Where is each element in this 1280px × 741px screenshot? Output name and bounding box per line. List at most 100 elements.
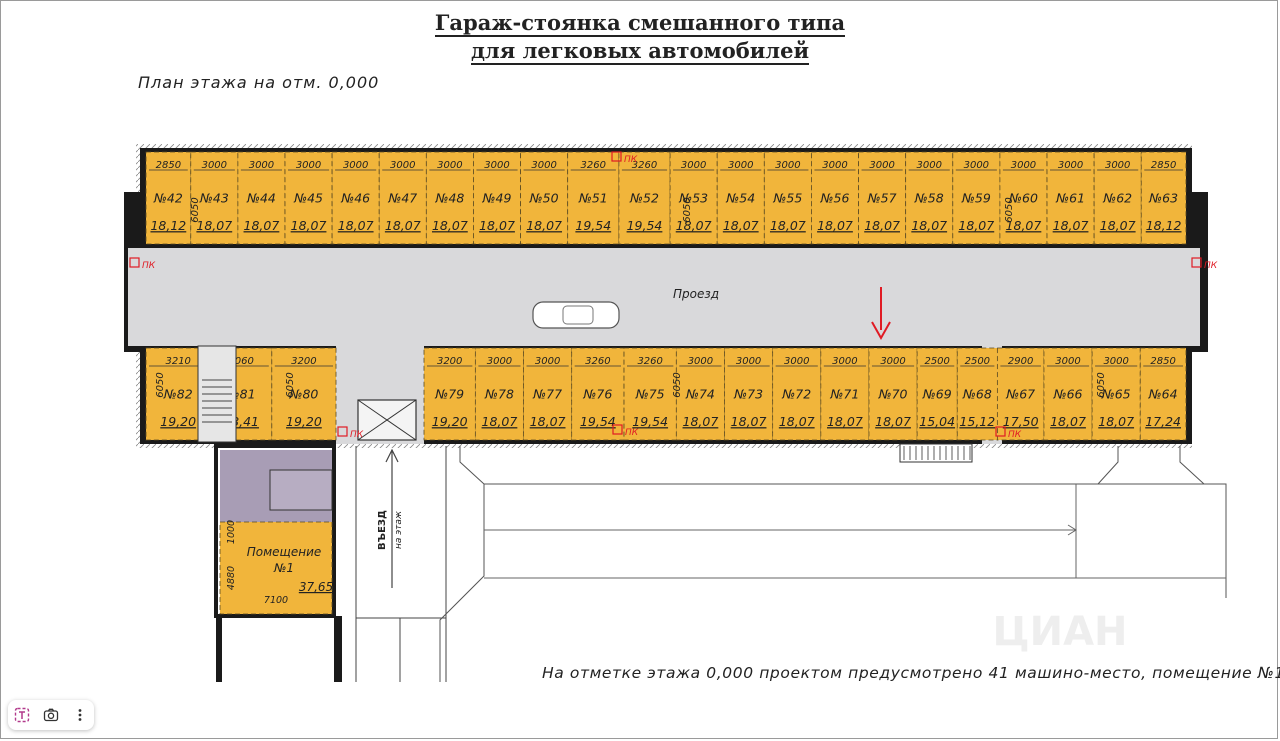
space-width-label: 3000 — [1055, 356, 1080, 367]
top-row-parking-space — [669, 151, 718, 245]
space-number: №64 — [1148, 387, 1178, 402]
space-number: №62 — [1102, 191, 1132, 206]
more-vertical-icon[interactable] — [69, 704, 91, 726]
space-width-label: 2850 — [156, 160, 181, 171]
space-number: №66 — [1053, 387, 1083, 402]
space-width-label: 3260 — [637, 356, 662, 367]
top-row-parking-space — [284, 151, 333, 245]
room-area: 37,65 — [299, 580, 333, 594]
space-number: №59 — [961, 191, 991, 206]
bottom-right-parking-space — [772, 347, 822, 441]
outdoor-outline — [1097, 446, 1205, 485]
fire-hydrant-icon — [129, 257, 140, 268]
space-area: 19,20 — [432, 414, 468, 429]
image-toolbar — [8, 700, 94, 730]
room-width-label: 7100 — [264, 595, 288, 606]
top-row-parking-space — [473, 151, 521, 245]
top-row-parking-space — [520, 151, 569, 245]
top-row-parking-space — [999, 151, 1048, 245]
bottom-right-parking-space — [724, 347, 774, 441]
space-number: №77 — [532, 387, 562, 402]
top-row-parking-space — [905, 151, 954, 245]
space-width-label: 3000 — [296, 160, 321, 171]
space-number: №48 — [434, 191, 464, 206]
top-row-parking-space — [425, 151, 474, 245]
space-area: 18,07 — [196, 218, 232, 233]
space-area: 18,12 — [150, 218, 186, 233]
space-width-label: 3000 — [535, 356, 560, 367]
camera-icon[interactable] — [40, 704, 62, 726]
top-row-parking-space — [145, 151, 192, 245]
space-number: №46 — [340, 191, 370, 206]
top-row-parking-space — [1046, 151, 1095, 245]
space-number: №57 — [867, 191, 897, 206]
bottom-right-parking-space — [956, 347, 998, 441]
space-area: 18,07 — [526, 218, 562, 233]
space-area: 18,07 — [779, 414, 815, 429]
space-area: 18,07 — [723, 218, 759, 233]
space-width-label: 3000 — [249, 160, 274, 171]
space-width-label: 3000 — [728, 160, 753, 171]
space-area: 19,20 — [160, 414, 196, 429]
space-area: 19,54 — [580, 414, 616, 429]
space-area: 17,50 — [1003, 414, 1039, 429]
room-number: №1 — [273, 561, 294, 575]
space-area: 18,07 — [1053, 218, 1089, 233]
space-area: 18,07 — [338, 218, 374, 233]
space-width-label: 3000 — [880, 356, 905, 367]
plan-subtitle: План этажа на отм. 0,000 — [138, 73, 380, 92]
depth-label: 6050 — [672, 372, 683, 397]
space-number: №51 — [578, 191, 608, 206]
space-width-label: 3210 — [165, 356, 190, 367]
space-area: 18,07 — [385, 218, 421, 233]
room-outline — [214, 444, 336, 618]
top-row-parking-space — [378, 151, 427, 245]
space-width-label: 3000 — [437, 160, 462, 171]
watermark-logo: ЦИАН — [992, 609, 1127, 655]
space-area: 18,07 — [683, 414, 719, 429]
top-row-parking-space — [952, 151, 1001, 245]
room-utility-inner — [269, 469, 333, 511]
space-number: №61 — [1055, 191, 1085, 206]
bottom-right-parking-space — [916, 347, 958, 441]
space-width-label: 3000 — [390, 160, 415, 171]
space-width-label: 3000 — [1103, 356, 1128, 367]
space-area: 18,12 — [1146, 218, 1182, 233]
top-row-parking-space — [811, 151, 859, 245]
depth-label: 6050 — [1004, 197, 1015, 222]
text-select-icon[interactable] — [11, 704, 33, 726]
space-number: №47 — [387, 191, 417, 206]
lower-wall — [216, 616, 222, 682]
space-number: №63 — [1148, 191, 1178, 206]
depth-label: 6050 — [285, 372, 296, 397]
bottom-right-parking-space — [1043, 347, 1093, 441]
space-width-label: 2850 — [1151, 160, 1176, 171]
space-width-label: 3060 — [228, 356, 253, 367]
top-row-parking-space — [858, 151, 907, 245]
fire-hydrant-icon — [1191, 257, 1202, 268]
space-area: 18,07 — [731, 414, 767, 429]
corridor — [128, 248, 1200, 346]
space-number: №42 — [153, 191, 183, 206]
space-area: 19,54 — [627, 218, 663, 233]
space-number: №76 — [582, 387, 612, 402]
top-row-parking-space — [567, 151, 620, 245]
space-number: №55 — [772, 191, 802, 206]
room-1 — [219, 521, 333, 615]
depth-label: 6050 — [1096, 372, 1107, 397]
space-area: 19,54 — [575, 218, 611, 233]
top-row-parking-space — [716, 151, 765, 245]
space-width-label: 3260 — [585, 356, 610, 367]
space-area: 17,24 — [1145, 414, 1181, 429]
bottom-right-parking-space — [523, 347, 573, 441]
space-area: 18,07 — [530, 414, 566, 429]
space-width-label: 3000 — [531, 160, 556, 171]
space-number: №65 — [1101, 387, 1131, 402]
fire-hydrant-icon — [337, 426, 348, 437]
space-number: №49 — [482, 191, 512, 206]
fire-hydrant-label: ПК — [1204, 261, 1218, 271]
plan-footnote: На отметке этажа 0,000 проектом предусмо… — [542, 664, 1280, 682]
space-number: №50 — [529, 191, 559, 206]
space-area: 18,07 — [291, 218, 327, 233]
